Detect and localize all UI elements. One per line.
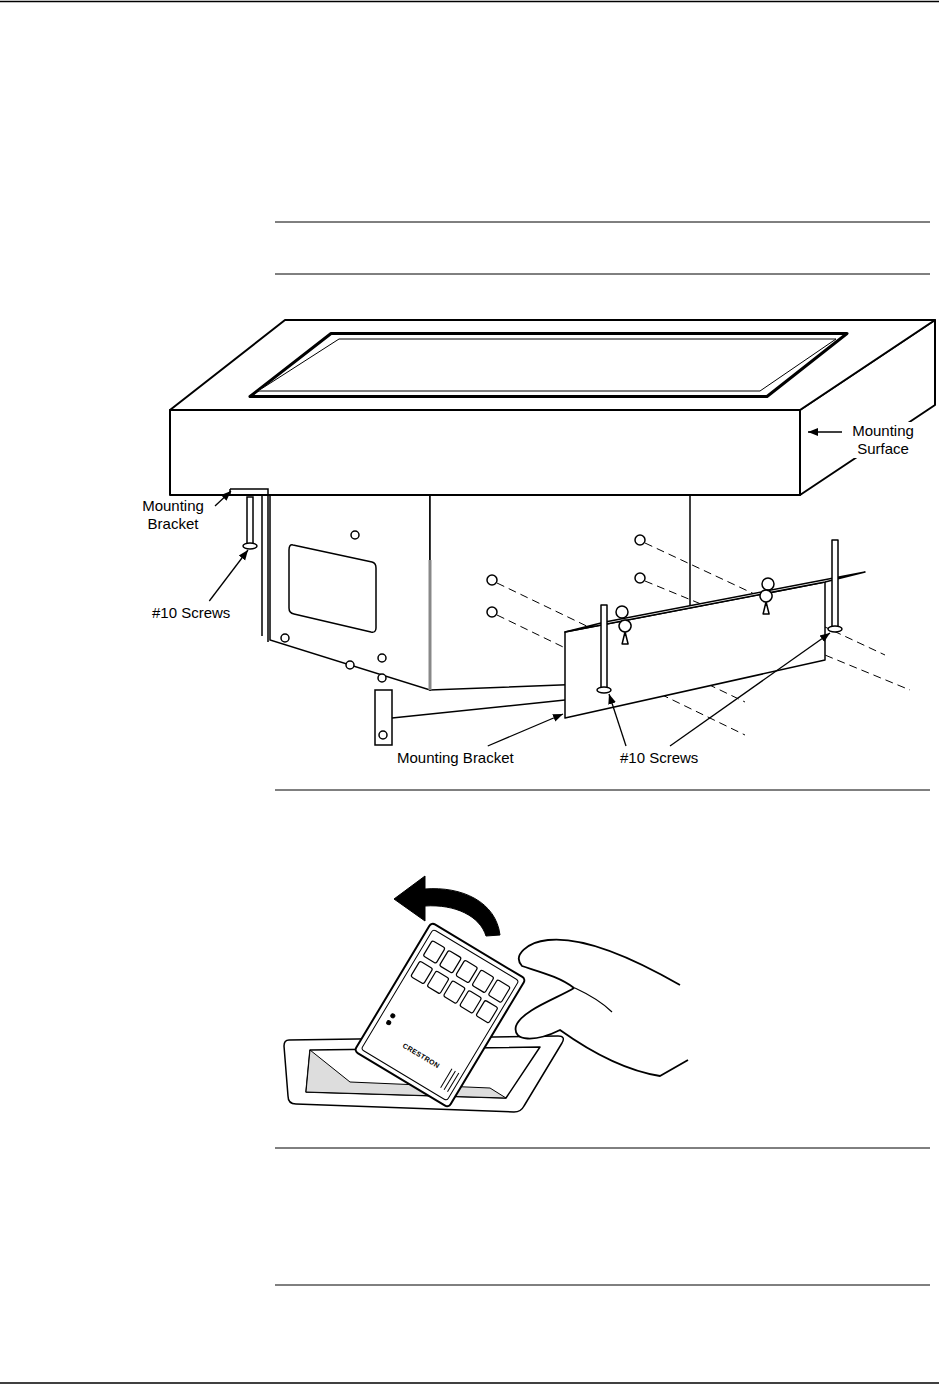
keypad-faceplate [361,929,519,1101]
screw-head [378,674,386,682]
leader-line [808,431,842,432]
button [460,990,482,1013]
gasket [250,334,847,397]
enclosure-side [270,495,430,690]
callout-label: Mounting Bracket [133,497,213,533]
bracket-outline [230,495,262,636]
mount-hole [487,607,497,617]
gasket-inner [258,339,836,391]
enclosure-edge [429,560,432,690]
screw-shaft [601,605,607,690]
surface-front [170,410,800,495]
button [427,971,449,994]
screw-head [378,654,386,662]
callout-label: Mounting Surface [845,422,921,458]
front-holes [487,535,645,617]
right-bracket [565,540,865,718]
screw-head [281,634,289,642]
mounting-surface [170,320,935,495]
bottom-rule [0,1382,939,1384]
keypad [354,922,526,1107]
led [386,1020,391,1025]
button [476,1000,498,1023]
led [390,1013,395,1018]
bottom-tab [375,690,392,745]
screw-shaft [247,497,253,545]
pin [444,1071,455,1090]
callout-label: #10 Screws [150,604,232,622]
screw-head [346,661,354,669]
screw-head [597,687,611,693]
keypad-buttons [411,940,511,1023]
section-rule [275,222,930,223]
leader-line [209,550,248,601]
screw-head [379,731,387,739]
callout-label: Mounting Bracket [395,749,516,767]
tilt-arrow [394,876,500,936]
leader-line [488,714,563,746]
screw-head [828,626,842,632]
keyhole [619,620,631,644]
bracket-plate [565,582,825,718]
callout-label: #10 Screws [618,749,700,767]
mount-hole [635,535,645,545]
section-rule [275,790,930,791]
mount-hole [762,578,774,590]
button [439,950,461,973]
button [443,981,465,1004]
hand [516,940,688,1076]
pin [441,1069,452,1088]
cutout-window [289,545,376,632]
section-rule [275,1148,930,1149]
connector-pins [441,1069,459,1092]
mount-hole [487,575,497,585]
pin [447,1073,458,1092]
enclosure [270,495,690,745]
section-rule [275,274,930,275]
button [423,940,445,963]
bracket-edge [392,700,565,718]
button [488,980,510,1003]
screw-shaft [832,540,838,628]
keypad-body [354,922,526,1107]
button [472,970,494,993]
surface-top [170,320,935,410]
side-screws [281,531,386,682]
screw-head [243,543,257,549]
hand-crease [575,988,612,1012]
top-rule [0,1,939,3]
leader-line [609,694,626,746]
mount-hole [635,573,645,583]
button [456,960,478,983]
alignment-lines [497,543,910,735]
screw-head [351,531,359,539]
leader-line [670,633,830,746]
bracket-flange [565,572,865,632]
mount-hole [616,606,628,618]
button [411,961,433,984]
leader-line [215,491,231,506]
keyhole [760,590,772,614]
section-rule [275,1285,930,1286]
